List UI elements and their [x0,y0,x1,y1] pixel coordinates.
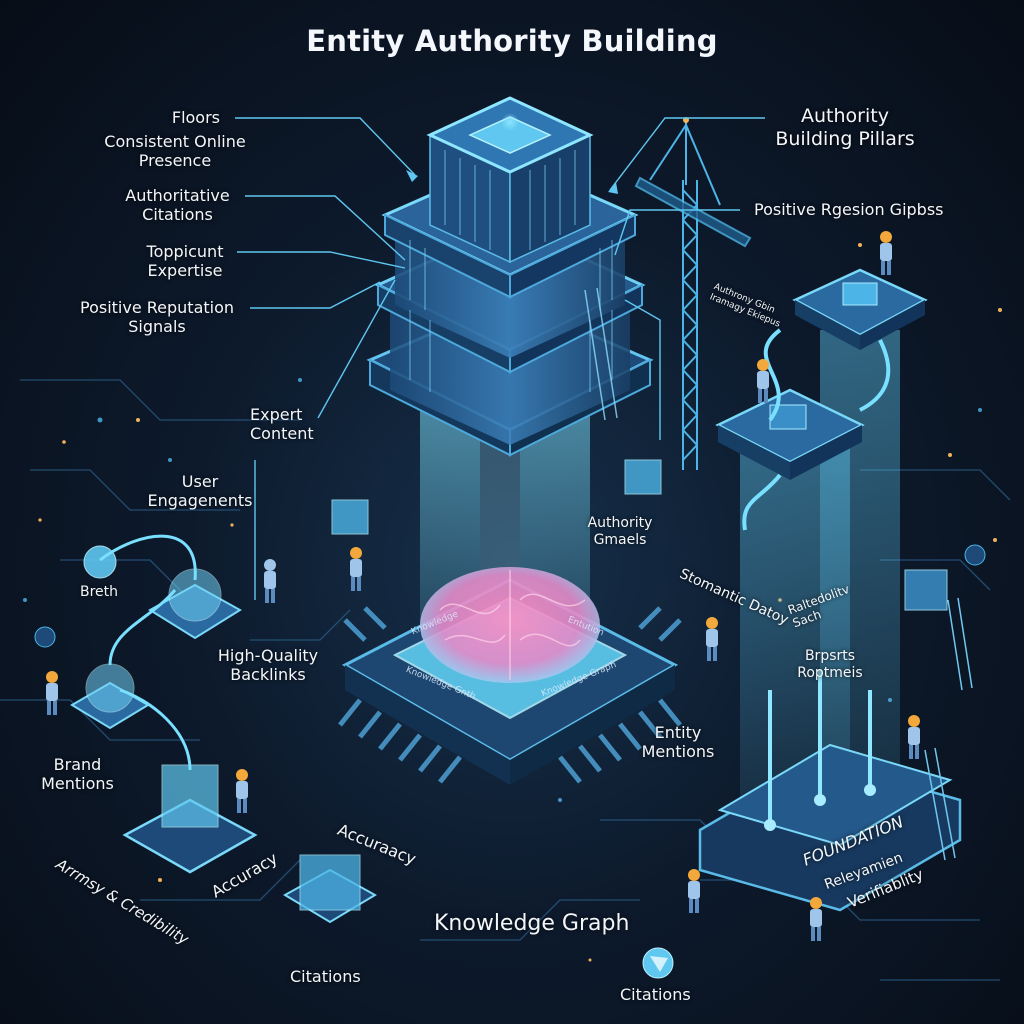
label-line: User [181,472,219,491]
left-modules [34,459,986,924]
label-line: Presence [138,151,212,170]
knowledge-chip [338,567,682,785]
label-citations-right: Citations [620,985,691,1004]
authority-tower [366,96,654,457]
label-line: Content [250,424,314,443]
label-line: Authoritative [125,186,230,205]
label-line: Citations [142,205,213,224]
workers [46,231,920,941]
arrow-head [406,170,418,182]
label-line: Signals [128,317,186,336]
label-authority-building-pillars: Authority Building Pillars [760,105,930,151]
label-consistent-online-presence: Consistent Online Presence [100,132,250,170]
right-pillars [698,268,973,912]
label-line: High-Quality [217,646,319,665]
label-positive-region-signals: Positive Rgesion Gipbss [754,200,944,219]
label-line: Roptmeis [797,665,863,681]
label-positive-reputation-signals: Positive Reputation Signals [72,298,242,336]
label-line: Gmaels [593,532,647,548]
label-line: Positive Reputation [79,298,235,317]
crane [634,117,752,470]
pointer-lines [235,117,765,600]
diagram-title: Entity Authority Building [306,24,718,58]
label-authoritative-citations: Authoritative Citations [115,186,240,224]
label-authority-signals: Authority Gmaels [580,515,660,549]
label-citations-left: Citations [290,967,361,986]
label-line: Backlinks [230,665,306,684]
label-reports: Brpsrts Roptmeis [785,648,875,682]
label-line: Mentions [41,774,114,793]
label-user-engagements: User Engagenents [140,472,260,510]
label-line: Consistent Online [104,132,246,151]
label-entity-mentions: Entity Mentions [628,723,728,761]
label-line: Building Pillars [775,128,915,150]
label-brand-mentions: Brand Mentions [30,755,125,793]
label-line: Authority [801,105,889,127]
arrow-head [608,182,618,194]
label-line: Expertise [147,261,223,280]
label-line: Brpsrts [804,648,856,664]
label-floors: Floors [171,108,220,127]
label-line: Brand [53,755,102,774]
citations-orb-icon [642,947,674,979]
label-high-quality-backlinks: High-Quality Backlinks [208,646,328,684]
label-knowledge-graph: Knowledge Graph [434,911,630,936]
label-line: Entity [654,723,702,742]
label-line: Authority [587,515,653,531]
label-line: Engagenents [147,491,253,510]
label-line: Toppicunt [146,242,224,261]
label-expert-content: Expert Content [250,405,314,443]
label-line: Mentions [641,742,715,761]
label-breath: Breth [80,584,119,600]
label-topical-expertise: Toppicunt Expertise [135,242,235,280]
label-line: Expert [250,405,303,424]
